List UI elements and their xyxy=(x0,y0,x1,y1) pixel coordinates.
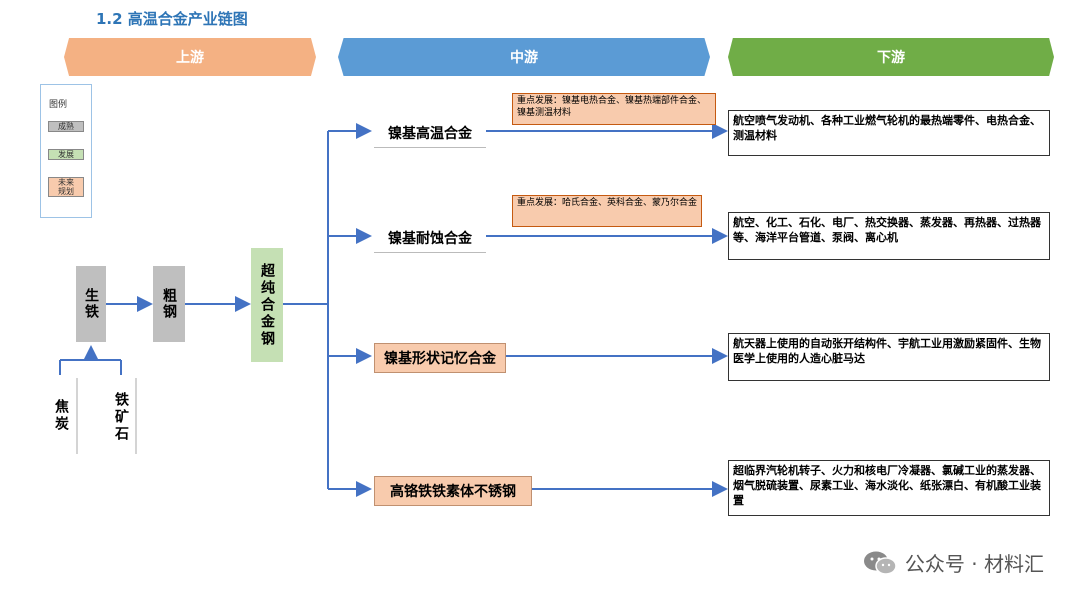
down-box-2: 航天器上使用的自动张开结构件、宇航工业用激励紧固件、生物医学上使用的人造心脏马达 xyxy=(728,333,1050,381)
node-iron-ore: 铁矿石 xyxy=(113,391,129,443)
mid-node-1: 镍基耐蚀合金 xyxy=(374,224,486,253)
page-title: 1.2 高温合金产业链图 xyxy=(96,10,248,28)
legend-item-developing: 发展 xyxy=(48,149,84,161)
legend-item-mature: 成熟 xyxy=(48,121,84,133)
mid-note-1: 重点发展：哈氏合金、英科合金、蒙乃尔合金 xyxy=(512,195,702,227)
down-box-0: 航空喷气发动机、各种工业燃气轮机的最热端零件、电热合金、测温材料 xyxy=(728,110,1050,156)
legend-item-future: 未来规划 xyxy=(48,177,84,198)
node-pig-iron: 生铁 xyxy=(76,266,106,342)
legend: 图例 成熟 发展 未来规划 xyxy=(40,84,92,218)
legend-title: 图例 xyxy=(49,100,68,110)
mid-note-0: 重点发展：镍基电热合金、镍基热端部件合金、镍基测温材料 xyxy=(512,93,716,125)
down-box-3: 超临界汽轮机转子、火力和核电厂冷凝器、氯碱工业的蒸发器、烟气脱硫装置、尿素工业、… xyxy=(728,460,1050,516)
mid-node-2: 镍基形状记忆合金 xyxy=(374,343,506,373)
watermark: 公众号 · 材料汇 xyxy=(863,548,1044,577)
watermark-text: 公众号 · 材料汇 xyxy=(904,552,1044,576)
node-alloy-steel: 超纯合金钢 xyxy=(251,248,283,362)
mid-node-3: 高铬铁铁素体不锈钢 xyxy=(374,476,532,506)
node-coke: 焦炭 xyxy=(53,399,69,433)
node-crude-steel: 粗钢 xyxy=(153,266,185,342)
down-box-1: 航空、化工、石化、电厂、热交换器、蒸发器、再热器、过热器等、海洋平台管道、泵阀、… xyxy=(728,212,1050,260)
upstream-banner: 上游 xyxy=(64,38,316,76)
mid-node-0: 镍基高温合金 xyxy=(374,119,486,148)
downstream-banner: 下游 xyxy=(728,38,1054,76)
wechat-icon xyxy=(863,551,897,575)
midstream-banner: 中游 xyxy=(338,38,710,76)
